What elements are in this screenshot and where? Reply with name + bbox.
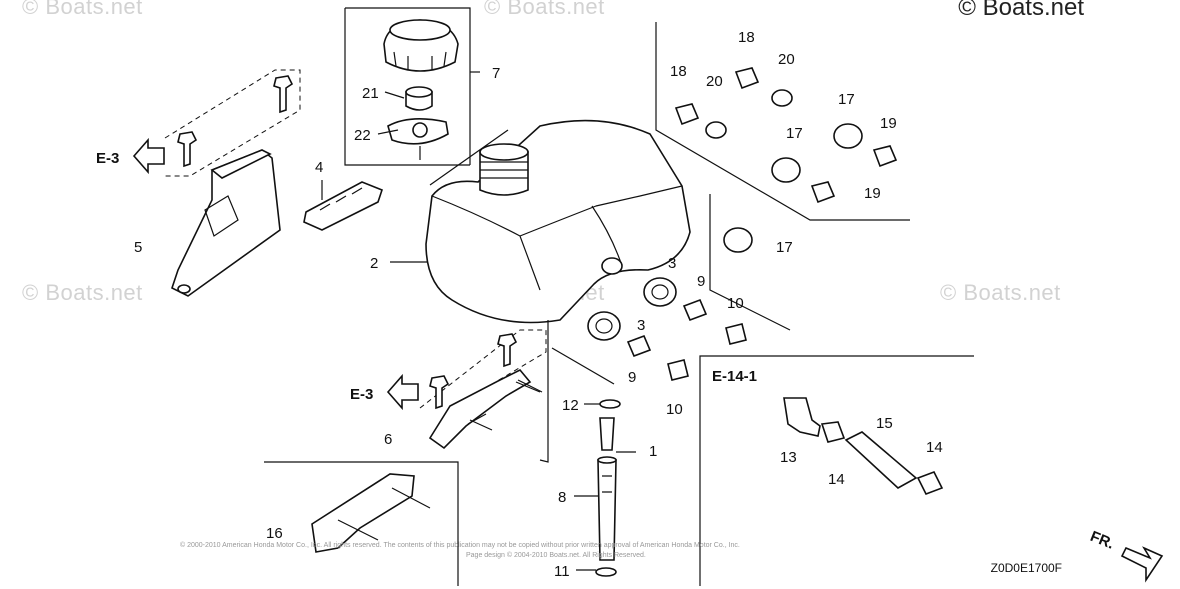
fine-print: © 2000-2010 American Honda Motor Co., In… xyxy=(180,542,740,549)
watermark: © Boats.net xyxy=(940,280,1061,305)
callout-17: 17 xyxy=(776,239,793,256)
callout-6: 6 xyxy=(384,431,392,448)
fine-print: Page design © 2004-2010 Boats.net. All R… xyxy=(466,552,646,559)
callout-14: 14 xyxy=(828,471,845,488)
callout-18: 18 xyxy=(670,63,687,80)
callout-19: 19 xyxy=(864,185,881,202)
callout-12: 12 xyxy=(562,397,579,414)
callout-5: 5 xyxy=(134,239,142,256)
callout-9: 9 xyxy=(628,369,636,386)
ref-label-e3[interactable]: E-3 xyxy=(350,386,373,403)
callout-10: 10 xyxy=(666,401,683,418)
callout-21: 21 xyxy=(362,85,379,102)
callout-20: 20 xyxy=(778,51,795,68)
fuel-tank[interactable] xyxy=(425,119,691,324)
callout-7: 7 xyxy=(492,65,500,82)
tank-bracket-bottom-group[interactable] xyxy=(419,329,547,450)
ref-label-e14[interactable]: E-14-1 xyxy=(712,368,757,385)
callout-4: 4 xyxy=(315,159,323,176)
callout-11: 11 xyxy=(554,563,570,580)
callout-20: 20 xyxy=(706,73,723,90)
callout-13: 13 xyxy=(780,449,797,466)
callout-22: 22 xyxy=(354,127,371,144)
callout-1: 1 xyxy=(649,443,657,460)
callout-10: 10 xyxy=(727,295,744,312)
callout-3: 3 xyxy=(637,317,645,334)
rubber-mount[interactable] xyxy=(303,181,383,231)
diagram-code: Z0D0E1700F xyxy=(990,561,1062,575)
fuel-filter-hose[interactable] xyxy=(539,320,621,577)
callout-16: 16 xyxy=(266,525,283,542)
ref-label-e3[interactable]: E-3 xyxy=(96,150,119,167)
e3-arrow-top[interactable] xyxy=(132,137,165,175)
side-bracket-inset[interactable] xyxy=(264,461,459,586)
tank-bracket-top-group[interactable] xyxy=(164,69,301,297)
mounting-hardware[interactable] xyxy=(587,277,747,381)
callout-17: 17 xyxy=(838,91,855,108)
callout-3: 3 xyxy=(668,255,676,272)
front-arrow xyxy=(1120,546,1164,583)
callout-2: 2 xyxy=(370,255,378,272)
callout-19: 19 xyxy=(880,115,897,132)
callout-18: 18 xyxy=(738,29,755,46)
watermark: © Boats.net xyxy=(22,280,143,305)
callout-8: 8 xyxy=(558,489,566,506)
watermark: © Boats.net xyxy=(22,0,143,19)
watermark: © Boats.net xyxy=(484,0,605,19)
callout-14: 14 xyxy=(926,439,943,456)
callout-15: 15 xyxy=(876,415,893,432)
screw-set[interactable] xyxy=(655,22,910,331)
callout-17: 17 xyxy=(786,125,803,142)
front-label: FR. xyxy=(1088,528,1117,553)
fuel-cap-group[interactable] xyxy=(344,7,480,166)
fuel-cock-inset[interactable] xyxy=(699,355,974,586)
callout-9: 9 xyxy=(697,273,705,290)
copyright-notice: © Boats.net xyxy=(958,0,1084,21)
e3-arrow-bottom[interactable] xyxy=(386,373,419,411)
